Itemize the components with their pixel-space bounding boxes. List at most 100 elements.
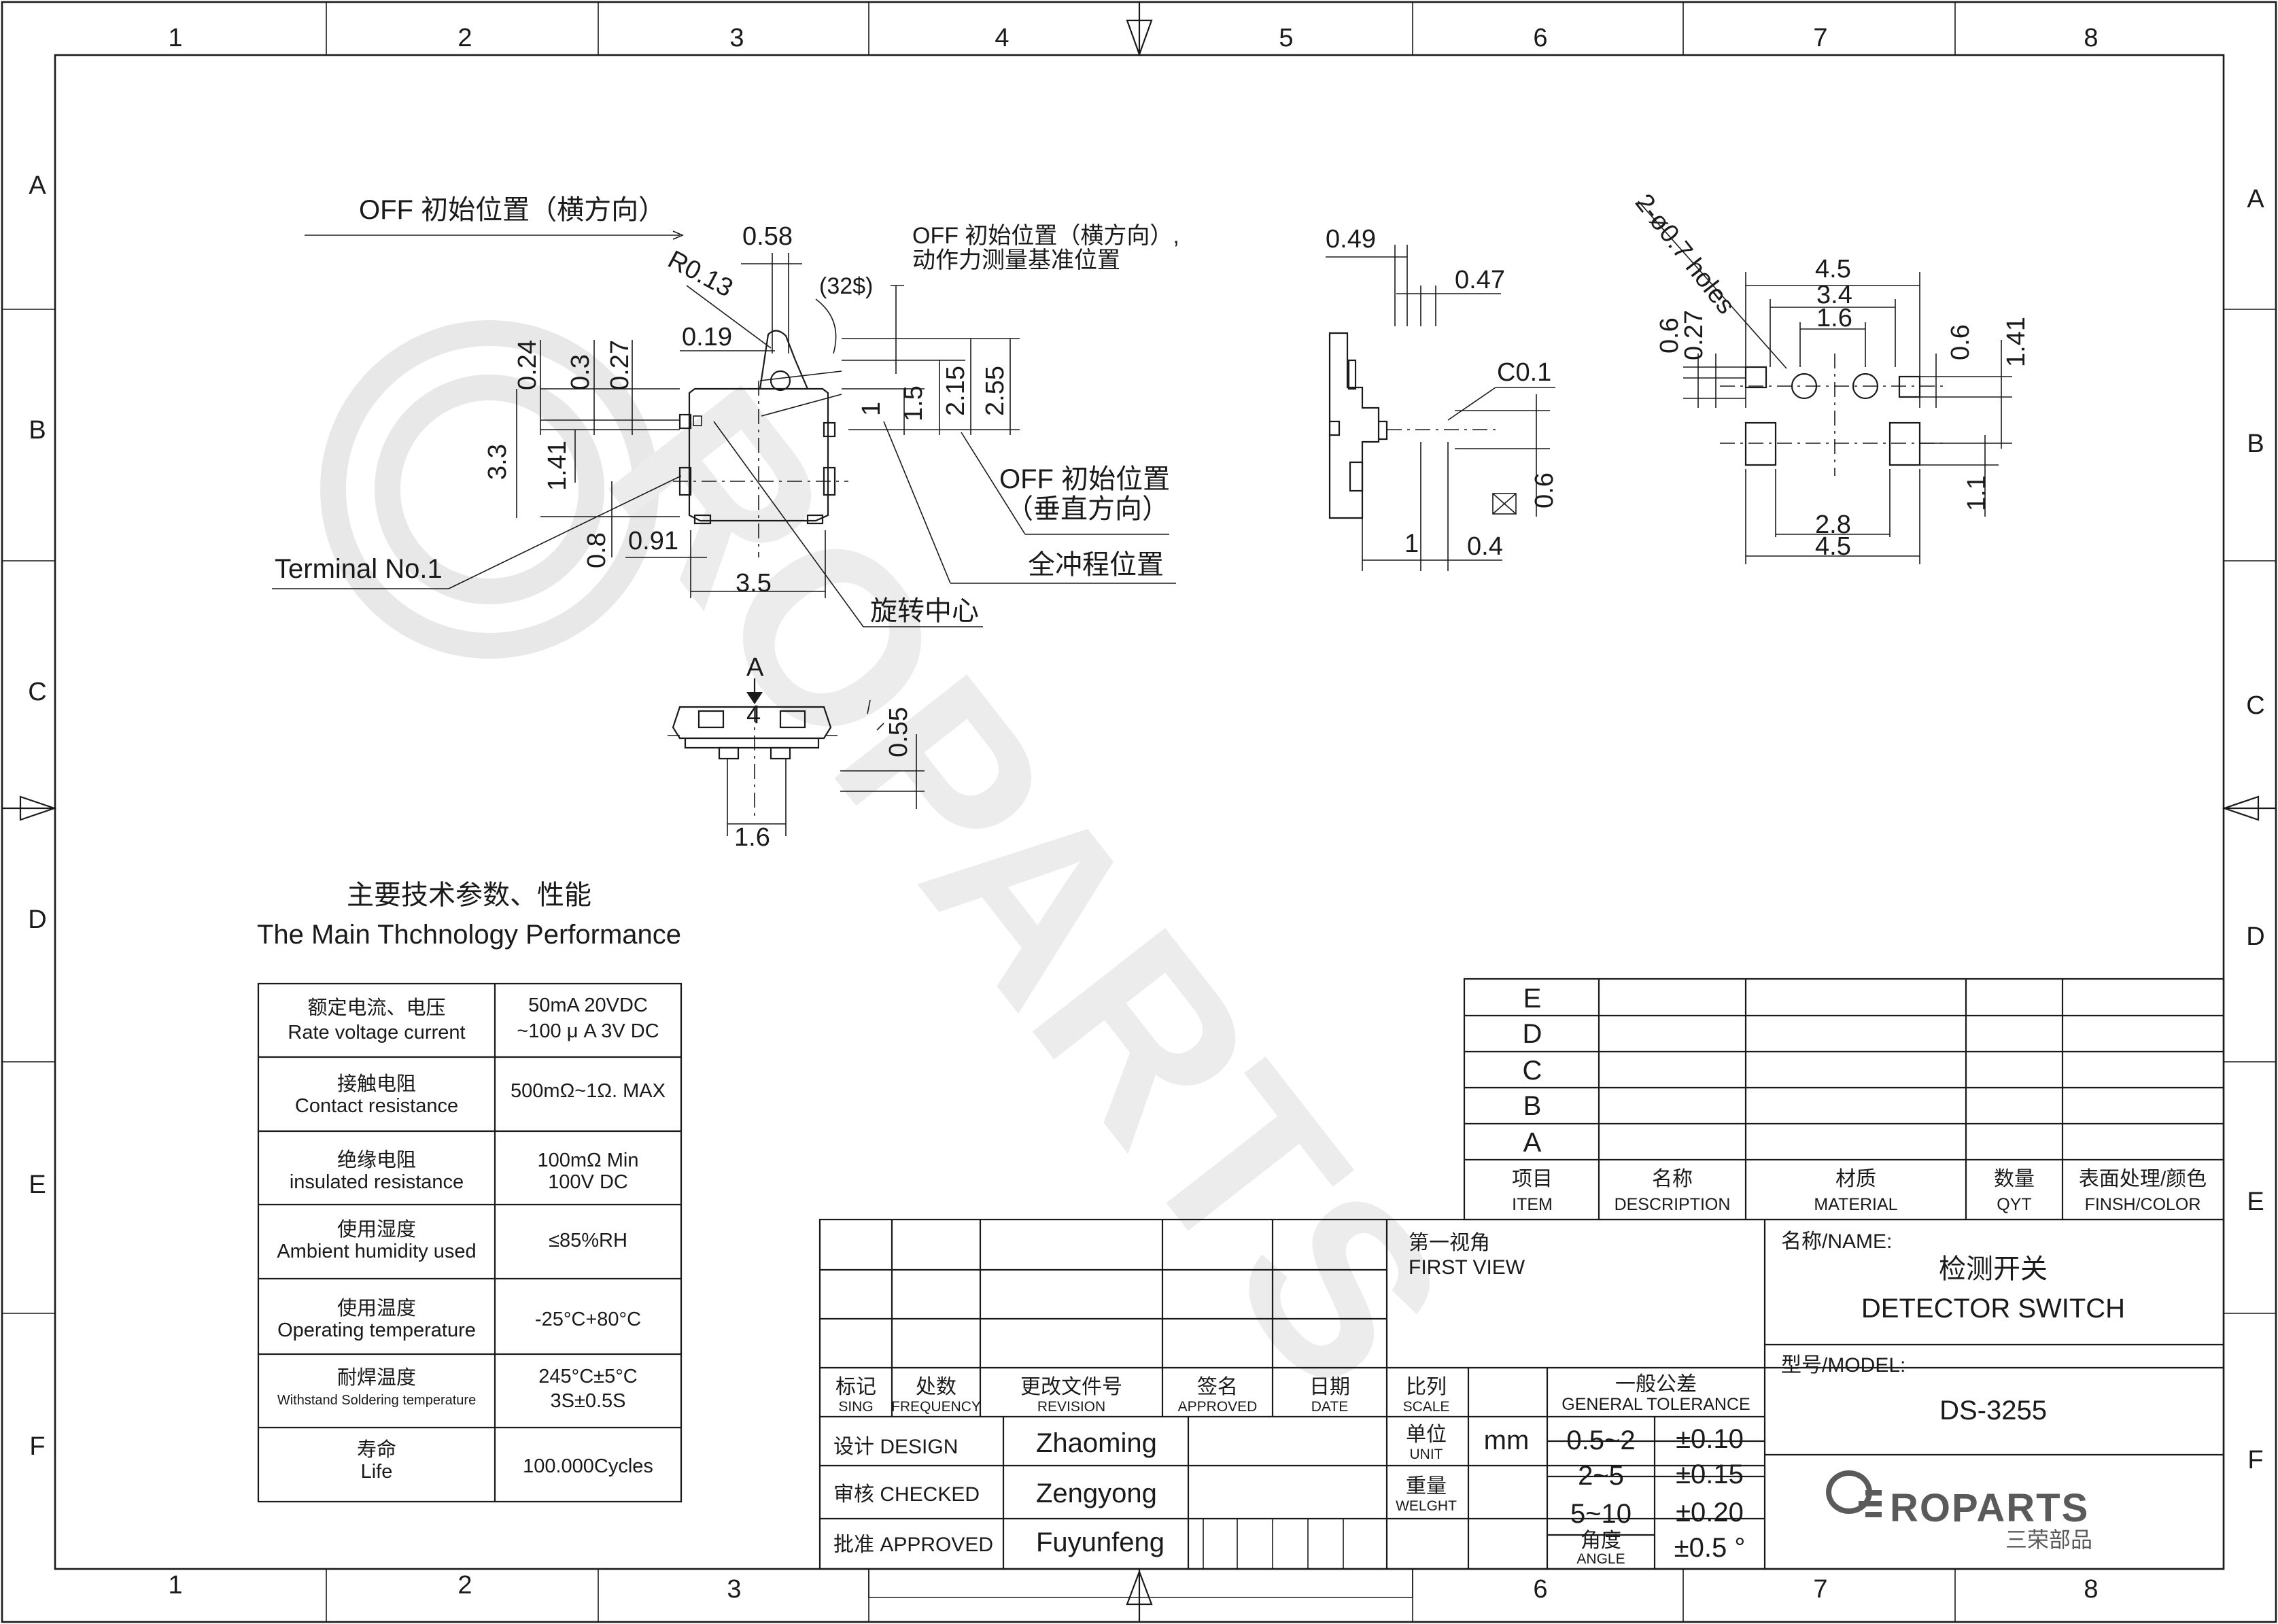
dim-049: 0.49 <box>1326 225 1376 254</box>
weight-cn: 重量 <box>1406 1475 1447 1498</box>
dim-019: 0.19 <box>682 323 732 351</box>
spec-row-en: Ambient humidity used <box>277 1241 476 1262</box>
col-label-bottom: 6 <box>1533 1575 1547 1604</box>
design-name: Zhaoming <box>1036 1428 1157 1458</box>
bom-header-en: QYT <box>1997 1195 2031 1214</box>
dim-027-pcb: 0.27 <box>1680 310 1708 360</box>
angle-cn: 角度 <box>1581 1530 1621 1552</box>
spec-row-cn: 接触电阻 <box>337 1073 416 1095</box>
dim-34: 3.4 <box>1816 281 1852 309</box>
row-label-right: F <box>2247 1446 2263 1474</box>
dim-1: 1 <box>857 402 886 416</box>
bom-header-cn: 项目 <box>1512 1168 1553 1190</box>
side-view: 0.49 0.47 C0.1 0.6 1 0.4 <box>1326 225 1559 571</box>
bom-header-cn: 材质 <box>1835 1168 1876 1190</box>
approved-name: Fuyunfeng <box>1036 1527 1164 1557</box>
weight-en: WELGHT <box>1396 1498 1457 1514</box>
dim-141-pcb: 1.41 <box>2002 317 2031 367</box>
dim-03: 0.3 <box>566 354 595 390</box>
spec-row-value: 100mΩ Min <box>537 1150 638 1171</box>
spec-table: 主要技术参数、性能 The Main Thchnology Performanc… <box>257 880 683 1503</box>
dim-027: 0.27 <box>606 340 634 390</box>
scale-cn: 比列 <box>1406 1376 1447 1398</box>
col-label-top: 1 <box>168 24 182 52</box>
arrow-a-label: A <box>746 653 764 682</box>
rotation-center-label: 旋转中心 <box>870 596 979 626</box>
spec-row-cn: 绝缘电阻 <box>337 1149 416 1171</box>
pcb-layout: 2-ø0.7 holes 4.5 3.4 1.6 0.6 0.27 <box>1629 189 2031 564</box>
tolerance-value: ±0.10 <box>1676 1424 1744 1454</box>
product-name-cn: 检测开关 <box>1939 1254 2048 1284</box>
dim-11: 1.1 <box>1963 475 1991 511</box>
bom-row-label: D <box>1523 1019 1542 1049</box>
off-vertical-label-1: OFF 初始位置 <box>999 464 1170 494</box>
bom-row-label: E <box>1523 984 1542 1014</box>
col-label-top: 2 <box>458 24 472 52</box>
dim-055: 0.55 <box>884 707 913 757</box>
row-label-left: D <box>28 905 46 934</box>
col-label-bottom: 1 <box>168 1571 182 1600</box>
spec-row-value: ≤85%RH <box>549 1230 627 1251</box>
spec-row-en: Contact resistance <box>295 1095 458 1117</box>
spec-row-value: -25°C+80°C <box>535 1309 641 1330</box>
dim-45-top: 4.5 <box>1815 255 1851 283</box>
row-label-right: C <box>2246 691 2264 720</box>
row-label-right: B <box>2247 430 2264 458</box>
rev-header-cn: 处数 <box>916 1376 956 1398</box>
rev-header-en: FREQUENCY <box>891 1399 981 1415</box>
col-label-top: 5 <box>1279 24 1293 52</box>
spec-title-cn: 主要技术参数、性能 <box>347 880 591 910</box>
row-label-left: A <box>29 171 46 200</box>
logo-cn: 三荣部品 <box>2005 1527 2092 1552</box>
dim-141: 1.41 <box>543 440 572 491</box>
tolerance-value: ±0.15 <box>1676 1459 1744 1489</box>
angle-value: ±0.5 ° <box>1674 1533 1746 1563</box>
checked-name: Zengyong <box>1036 1479 1157 1508</box>
unit-value: mm <box>1484 1426 1530 1455</box>
spec-row-en: Life <box>361 1461 393 1483</box>
dim-047: 0.47 <box>1455 266 1505 294</box>
tolerance-range: 5~10 <box>1570 1499 1632 1529</box>
unit-en: UNIT <box>1410 1447 1443 1462</box>
row-label-left: E <box>29 1171 46 1199</box>
dim-06-side: 0.6 <box>1530 472 1559 508</box>
row-label-left: C <box>28 678 46 706</box>
dim-255: 2.55 <box>981 366 1009 416</box>
spec-row-cn: 使用湿度 <box>337 1218 416 1241</box>
bottom-num: 4 <box>746 701 761 729</box>
checked-label: 审核 CHECKED <box>833 1483 980 1506</box>
rev-header-cn: 日期 <box>1309 1376 1350 1398</box>
bom-header-en: ITEM <box>1512 1195 1553 1214</box>
rev-header-en: REVISION <box>1037 1399 1105 1415</box>
zone-labels: 1 2 3 4 5 6 7 8 1 2 3 6 7 8 A B C D E F … <box>28 24 2264 1604</box>
col-label-top: 8 <box>2084 24 2098 52</box>
col-label-bottom: 2 <box>458 1571 472 1600</box>
row-label-left: B <box>29 416 46 445</box>
rev-header-en: DATE <box>1311 1399 1348 1415</box>
dim-06-pcb-left: 0.6 <box>1655 317 1684 353</box>
dim-35: 3.5 <box>736 569 772 598</box>
bottom-view: A 4 1.6 0.55 <box>668 653 925 852</box>
spec-row-value2: ~100 μ A 3V DC <box>517 1020 659 1042</box>
bom-header-cn: 数量 <box>1994 1168 2035 1190</box>
bom-header-en: FINSH/COLOR <box>2085 1195 2201 1214</box>
design-label: 设计 DESIGN <box>833 1436 958 1458</box>
title-block: 标记 SING 处数 FREQUENCY 更改文件号 REVISION 签名 A… <box>818 1218 2225 1598</box>
logo-mark <box>1826 1470 1882 1517</box>
bom-header-en: MATERIAL <box>1814 1195 1897 1214</box>
spec-row-cn: 使用温度 <box>337 1297 416 1319</box>
product-name-en: DETECTOR SWITCH <box>1861 1294 2125 1324</box>
spec-row-en: Rate voltage current <box>288 1022 465 1043</box>
spec-row-value: 100.000Cycles <box>523 1455 653 1477</box>
bom-header-cn: 表面处理/颜色 <box>2079 1168 2207 1190</box>
col-label-top: 6 <box>1533 24 1547 52</box>
spec-row-value2: 100V DC <box>548 1171 628 1193</box>
row-label-right: E <box>2247 1188 2264 1216</box>
rev-header-en: SING <box>838 1399 873 1415</box>
rev-header-cn: 标记 <box>835 1376 876 1398</box>
logo-text: ROPARTS <box>1890 1486 2089 1530</box>
col-label-bottom: 3 <box>727 1575 741 1604</box>
rev-header-cn: 更改文件号 <box>1020 1376 1122 1398</box>
spec-row-value: 500mΩ~1Ω. MAX <box>511 1080 666 1102</box>
bom-table: E D C B A 项目 ITEM 名称 DESCRIPTION 材质 MATE… <box>1463 978 2225 1221</box>
